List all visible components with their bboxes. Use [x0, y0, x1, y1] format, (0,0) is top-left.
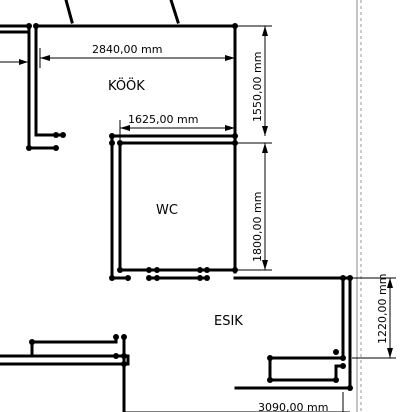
- wall-node[interactable]: [267, 377, 273, 383]
- dimension-arrow: [387, 348, 393, 358]
- wall-node[interactable]: [26, 23, 32, 29]
- wall-node[interactable]: [204, 267, 210, 273]
- wall-segment: [169, 0, 180, 24]
- wall-node[interactable]: [333, 377, 339, 383]
- dimension-arrow: [120, 125, 130, 131]
- room-labels: KÖÖK WC ESIK: [108, 77, 243, 329]
- wall-node[interactable]: [340, 275, 346, 281]
- wall-node[interactable]: [121, 334, 127, 340]
- wall-node[interactable]: [347, 385, 353, 391]
- wall-node[interactable]: [232, 23, 238, 29]
- wall-node[interactable]: [121, 353, 127, 359]
- wall-node[interactable]: [340, 355, 346, 361]
- wall-node[interactable]: [232, 133, 238, 139]
- wall-node[interactable]: [333, 349, 339, 355]
- dimension-text-wc-width[interactable]: 1625,00 mm: [128, 113, 198, 126]
- wall-node[interactable]: [267, 355, 273, 361]
- dimension-arrow: [225, 125, 235, 131]
- wall-node[interactable]: [154, 275, 160, 281]
- dimension-arrow: [262, 260, 268, 270]
- junction-nodes: [26, 23, 353, 391]
- wall-node[interactable]: [33, 23, 39, 29]
- wall-node[interactable]: [26, 145, 32, 151]
- wall-node[interactable]: [117, 140, 123, 146]
- dimension-arrow: [387, 278, 393, 288]
- wall-node[interactable]: [154, 267, 160, 273]
- dimension-arrow: [262, 126, 268, 136]
- wall-node[interactable]: [340, 363, 346, 369]
- wall-node[interactable]: [125, 275, 131, 281]
- wall-node[interactable]: [232, 267, 238, 273]
- walls: [0, 0, 352, 412]
- wall-node[interactable]: [197, 267, 203, 273]
- wall-node[interactable]: [146, 267, 152, 273]
- dimension-arrow: [19, 59, 28, 65]
- dimension-text-hall-height[interactable]: 1220,00 mm: [376, 274, 389, 344]
- wall-node[interactable]: [60, 132, 66, 138]
- dimension-lines: [0, 25, 396, 412]
- wall-node[interactable]: [53, 145, 59, 151]
- wall-node[interactable]: [113, 334, 119, 340]
- wall-node[interactable]: [121, 361, 127, 367]
- wall-node[interactable]: [109, 133, 115, 139]
- dimension-text-bottom-width[interactable]: 3090,00 mm: [258, 401, 328, 412]
- wall-node[interactable]: [232, 140, 238, 146]
- wall-node[interactable]: [197, 275, 203, 281]
- wall-node[interactable]: [117, 267, 123, 273]
- dimension-arrow: [40, 55, 50, 61]
- dimension-text-kitchen-width[interactable]: 2840,00 mm: [92, 43, 162, 56]
- dimension-text-wc-height[interactable]: 1800,00 mm: [251, 192, 264, 262]
- dimension-texts: 2840,00 mm 1625,00 mm 1550,00 mm 1800,00…: [92, 43, 389, 412]
- wall-node[interactable]: [113, 353, 119, 359]
- room-label-hall: ESIK: [214, 314, 243, 329]
- wall-node[interactable]: [204, 275, 210, 281]
- wall-node[interactable]: [347, 275, 353, 281]
- room-label-wc: WC: [156, 203, 178, 218]
- room-label-kitchen: KÖÖK: [108, 77, 145, 94]
- wall-node[interactable]: [53, 132, 59, 138]
- wall-node[interactable]: [109, 275, 115, 281]
- dimension-arrow: [225, 55, 235, 61]
- wall-node[interactable]: [109, 140, 115, 146]
- dimension-arrow: [262, 26, 268, 36]
- wall-segment: [64, 0, 74, 24]
- dimension-arrow: [262, 143, 268, 153]
- wall-node[interactable]: [146, 275, 152, 281]
- wall-node[interactable]: [29, 339, 35, 345]
- dimension-text-kitchen-height[interactable]: 1550,00 mm: [251, 52, 264, 122]
